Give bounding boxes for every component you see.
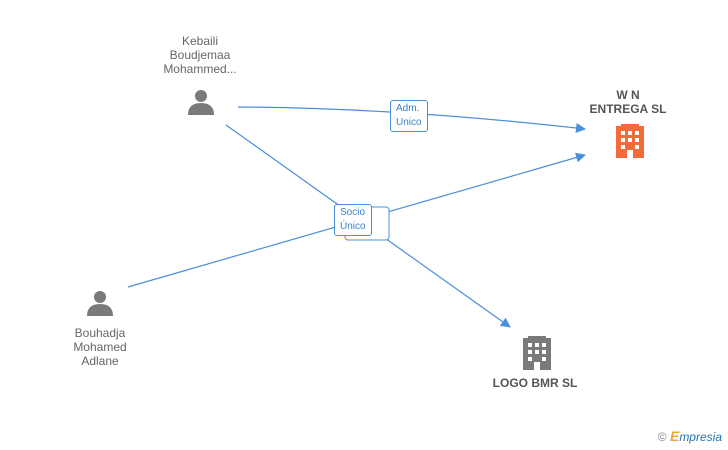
person-icon[interactable] bbox=[87, 291, 113, 316]
building-icon[interactable] bbox=[616, 124, 644, 158]
company-label-wn-entrega[interactable]: W N ENTREGA SL bbox=[589, 88, 667, 116]
copyright-symbol: © bbox=[657, 430, 667, 444]
person-label-kebaili[interactable]: Kebaili Boudjemaa Mohammed... bbox=[163, 34, 237, 76]
person-icon[interactable] bbox=[188, 90, 214, 115]
person-label-bouhadja[interactable]: Bouhadja Mohamed Adlane bbox=[73, 326, 127, 368]
building-icon[interactable] bbox=[523, 336, 551, 370]
empresia-watermark: © Empresia bbox=[658, 428, 722, 444]
company-label-logo-bmr[interactable]: LOGO BMR SL bbox=[492, 376, 578, 390]
brand-logo-rest: mpresia bbox=[679, 430, 722, 444]
edge-label-adm-unico: Adm. Unico bbox=[390, 100, 428, 132]
edge-label-socio-unico: Socio Único bbox=[334, 204, 372, 236]
brand-logo-initial: E bbox=[669, 428, 680, 444]
